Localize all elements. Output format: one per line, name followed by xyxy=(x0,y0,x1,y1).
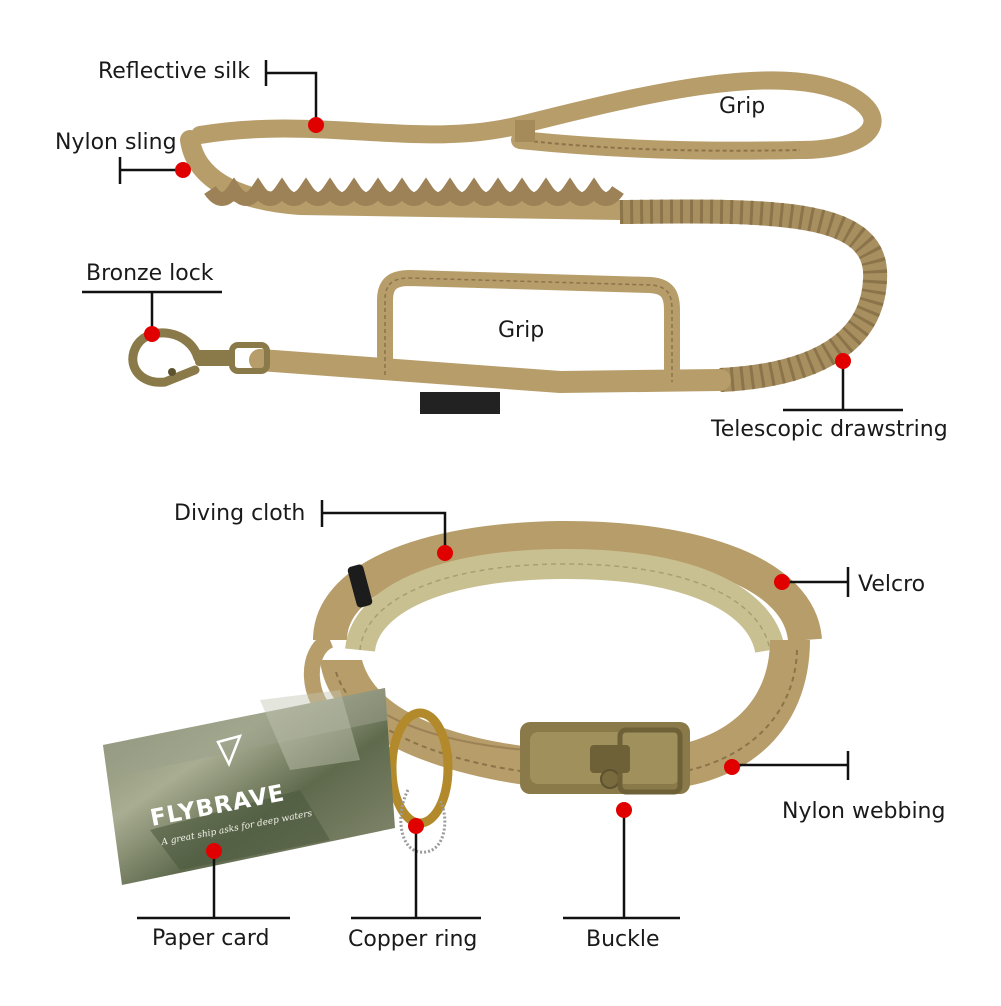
marker-reflective-silk xyxy=(308,117,324,133)
marker-nylon-sling xyxy=(175,162,191,178)
marker-buckle xyxy=(616,802,632,818)
marker-diving-cloth xyxy=(437,545,453,561)
label-velcro: Velcro xyxy=(858,572,926,597)
label-copper-ring: Copper ring xyxy=(348,927,478,952)
marker-nylon-webbing xyxy=(724,759,740,775)
label-diving-cloth: Diving cloth xyxy=(174,501,306,526)
leader-velcro xyxy=(782,567,850,597)
marker-bronze-lock xyxy=(144,326,160,342)
marker-velcro xyxy=(774,574,790,590)
leader-nylon-sling xyxy=(118,157,183,184)
label-reflective-silk: Reflective silk xyxy=(98,59,251,84)
bronze-lock-hardware xyxy=(128,328,270,387)
leader-diving-cloth xyxy=(320,500,447,553)
paper-card: FLYBRAVE A great ship asks for deep wate… xyxy=(103,688,395,885)
leader-copper-ring xyxy=(351,826,481,920)
label-nylon-sling: Nylon sling xyxy=(55,130,177,155)
leash-bungee-right xyxy=(619,199,888,392)
leader-reflective-silk xyxy=(264,60,318,125)
collar xyxy=(303,520,822,854)
leash xyxy=(128,71,888,414)
leash-bungee-upper xyxy=(204,177,624,206)
leader-telescopic-drawstring xyxy=(783,361,903,412)
bead-chain xyxy=(399,789,447,854)
leader-nylon-webbing xyxy=(732,751,850,780)
label-nylon-webbing: Nylon webbing xyxy=(782,799,946,824)
label-bronze-lock: Bronze lock xyxy=(86,261,214,286)
leash-tag xyxy=(420,392,500,414)
label-telescopic-drawstring: Telescopic drawstring xyxy=(711,417,948,442)
loop-keeper xyxy=(515,120,535,142)
label-grip-top: Grip xyxy=(719,94,766,119)
leader-lines xyxy=(82,60,903,920)
collar-clip xyxy=(347,564,373,608)
leader-buckle xyxy=(563,810,680,920)
collar-inner-padding xyxy=(345,548,785,654)
leader-paper-card xyxy=(137,851,290,920)
label-grip-middle: Grip xyxy=(498,318,545,343)
marker-paper-card xyxy=(206,843,222,859)
collar-buckle xyxy=(520,722,690,795)
leash-lower-strap xyxy=(249,349,731,394)
label-paper-card: Paper card xyxy=(152,926,270,951)
marker-telescopic-drawstring xyxy=(835,353,851,369)
brand-logo-icon xyxy=(216,734,243,768)
label-buckle: Buckle xyxy=(586,927,660,952)
leash-top-loop xyxy=(191,71,882,160)
marker-copper-ring xyxy=(408,818,424,834)
markers xyxy=(144,117,851,859)
